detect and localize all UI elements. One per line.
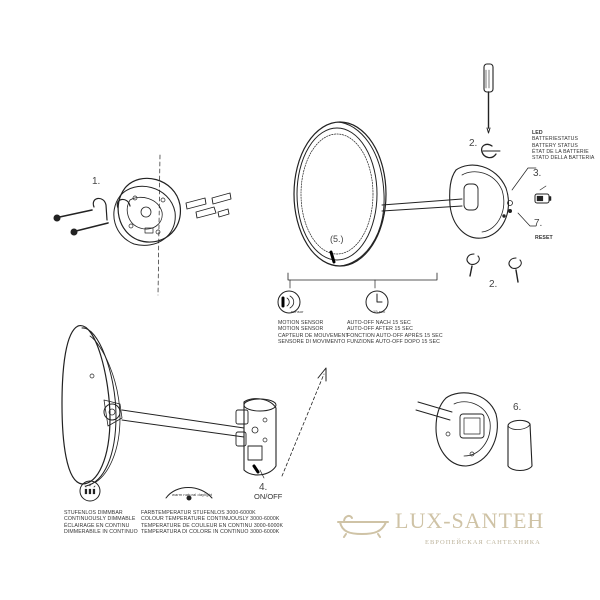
color-temperature-icon (165, 487, 213, 501)
led-line-4: STATO DELLA BATTERIA (532, 155, 595, 162)
colortemp-icon-text: warm natural daylight (172, 492, 213, 497)
wall-plug-icon (185, 192, 232, 219)
autooff-line-1: AUTO-OFF NACH 15 SEC (347, 320, 411, 326)
step-2-bottom-label: 2. (489, 279, 498, 290)
led-status-label: LED BATTERIESTATUS BATTERY STATUS ÉTAT D… (532, 130, 594, 161)
led-line-1: BATTERIESTATUS (532, 136, 579, 143)
dimmer-line-3: ÉCLAIRAGE EN CONTINU (64, 522, 130, 529)
watermark-brand: LUX-SANTEH (395, 508, 545, 533)
step-6-label: 6. (513, 402, 522, 413)
autooff-line-3: FONCTION AUTO-OFF APRÈS 15 SEC (347, 332, 443, 339)
wall-mount-plate-group (53, 154, 232, 296)
motion-line-3: CAPTEUR DE MOUVEMENT (278, 332, 349, 339)
colortemp-line-4: TEMPERATURA DI COLORE IN CONTINUO 3000-6… (141, 528, 280, 535)
mirror-side-view (61, 325, 277, 487)
sensor-icon-text: sensor (291, 309, 304, 314)
motion-line-4: SENSORE DI MOVIMENTO (278, 338, 346, 345)
screwdriver-icon (483, 63, 494, 134)
step-3-label: 3. (533, 168, 542, 179)
motion-line-1: MOTION SENSOR (278, 320, 324, 326)
auto-off-text: AUTO-OFF NACH 15 SEC AUTO-OFF AFTER 15 S… (347, 320, 443, 345)
watermark-subtitle: ЕВРОПЕЙСКАЯ САНТЕХНИКА (425, 539, 541, 546)
arrow-icon (281, 367, 327, 477)
colortemp-line-3: TEMPERATURE DE COULEUR EN CONTINU 3000-6… (141, 522, 284, 529)
colortemp-line-2: COLOUR TEMPERATURE CONTINUOUSLY 3000-600… (141, 516, 280, 523)
led-line-3: ÉTAT DE LA BATTERIE (532, 148, 589, 155)
color-temperature-text: FARBTEMPERATUR STUFENLOS 3000-6000K COLO… (141, 510, 283, 535)
autooff-line-2: AUTO-OFF AFTER 15 SEC (347, 326, 413, 333)
timer-icon (365, 290, 389, 314)
dimmer-line-2: CONTINUOUSLY DIMMABLE (64, 516, 136, 523)
step-4-label: 4. (259, 482, 268, 493)
mirror-front-view (287, 121, 513, 289)
on-off-label: ON/OFF (254, 492, 283, 501)
dimmer-line-4: DIMMERABILE IN CONTINUO (64, 528, 138, 535)
step-5-label: (5.) (330, 234, 344, 244)
led-heading: LED (532, 130, 543, 136)
step-7-label: 7. (534, 218, 543, 229)
autooff-line-4: FUNZIONE AUTO-OFF DOPO 15 SEC (347, 338, 441, 345)
dimmer-line-1: STUFENLOS DIMMBAR (64, 510, 123, 516)
led-line-2: BATTERY STATUS (532, 142, 578, 149)
screw-icon (53, 209, 109, 236)
step-2-top-label: 2. (469, 138, 478, 149)
dimmer-icon (79, 480, 101, 502)
reset-label: RESET (535, 235, 553, 241)
battery-icon (534, 185, 552, 204)
timer-icon-text: 15 sec (373, 309, 386, 314)
step-1-label: 1. (92, 176, 101, 187)
battery-compartment-view (415, 392, 533, 472)
watermark-bathtub-logo (337, 514, 389, 538)
motion-line-2: MOTION SENSOR (278, 326, 324, 333)
screw-icon (466, 253, 522, 283)
motion-sensor-text: MOTION SENSOR MOTION SENSOR CAPTEUR DE M… (278, 320, 349, 345)
colortemp-line-1: FARBTEMPERATUR STUFENLOS 3000-6000K (141, 510, 256, 516)
dimmer-text: STUFENLOS DIMMBAR CONTINUOUSLY DIMMABLE … (64, 510, 138, 535)
motion-sensor-icon (277, 290, 301, 314)
